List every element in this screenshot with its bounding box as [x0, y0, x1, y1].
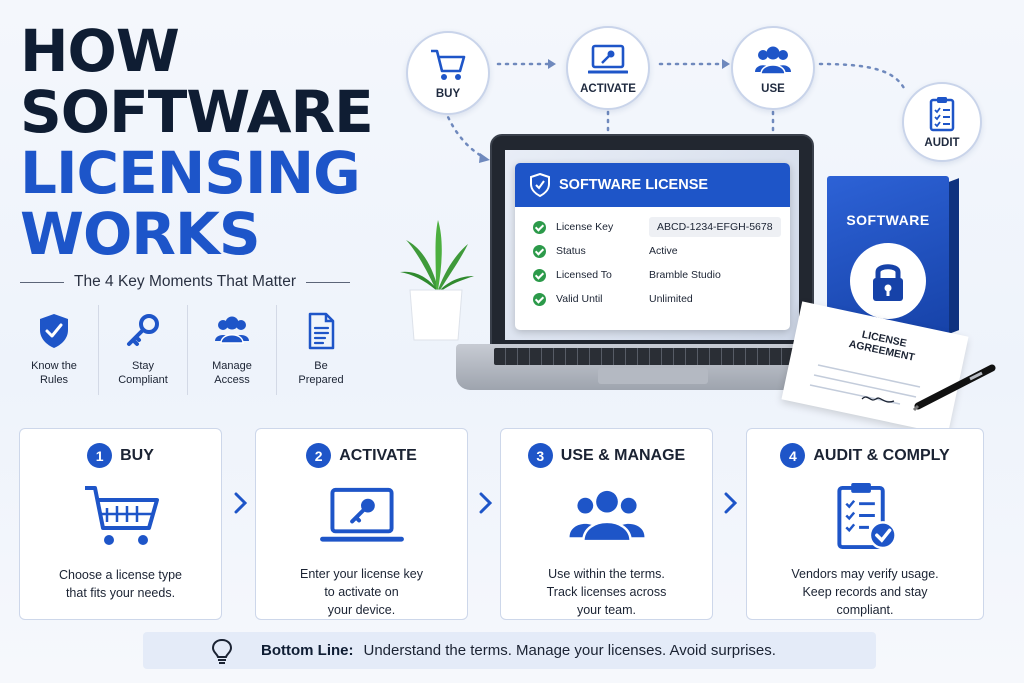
step-number: 1	[87, 443, 113, 468]
users-icon	[215, 316, 249, 344]
step-card-audit-comply: 4 AUDIT & COMPLY Vendors may verify usag…	[746, 428, 984, 620]
license-header: SOFTWARE LICENSE	[515, 163, 790, 207]
software-box-label: SOFTWARE	[846, 212, 930, 228]
shield-check-icon	[530, 173, 550, 197]
bottom-line-banner: Bottom Line: Understand the terms. Manag…	[143, 632, 876, 669]
flow-use: USE	[731, 26, 815, 110]
step-description: Choose a license type that fits your nee…	[59, 568, 182, 600]
laptop-key-icon	[319, 487, 404, 542]
key-icon	[127, 314, 159, 346]
software-box-side	[949, 178, 959, 334]
check-icon	[533, 244, 546, 258]
moment-stay-compliant: Stay Compliant	[99, 305, 188, 395]
moment-manage-access: Manage Access	[188, 305, 277, 395]
moment-be-prepared: Be Prepared	[277, 305, 365, 395]
users-icon	[755, 46, 791, 75]
subtitle: The 4 Key Moments That Matter	[20, 273, 351, 291]
chevron-right-icon	[234, 492, 248, 514]
cart-icon	[431, 49, 466, 80]
bottom-line-label: Bottom Line:	[261, 642, 354, 659]
key-moments: Know the Rules Stay Compliant Manage Acc…	[10, 305, 365, 395]
pen-icon	[912, 364, 996, 412]
cart-icon	[84, 486, 159, 545]
license-title: SOFTWARE LICENSE	[559, 177, 709, 193]
check-icon	[533, 268, 546, 282]
title-line-3: LICENSING	[20, 139, 361, 207]
check-icon	[533, 220, 546, 234]
lightbulb-icon	[211, 638, 233, 664]
software-license-card: SOFTWARE LICENSE License Key ABCD-1234-E…	[515, 163, 790, 330]
license-key-value: ABCD-1234-EFGH-5678	[649, 217, 781, 237]
users-icon	[569, 490, 644, 543]
step-title: USE & MANAGE	[560, 446, 686, 464]
clipboard-icon	[929, 96, 955, 131]
step-title: AUDIT & COMPLY	[813, 446, 950, 464]
step-card-buy: 1 BUY Choose a license type that fits yo…	[19, 428, 222, 620]
lock-icon	[850, 243, 926, 319]
laptop-key-icon	[588, 44, 628, 73]
chevron-right-icon	[724, 492, 738, 514]
step-number: 4	[780, 443, 806, 468]
step-description: Use within the terms. Track licenses acr…	[546, 567, 667, 617]
flow-buy: BUY	[406, 31, 490, 115]
chevron-right-icon	[479, 492, 493, 514]
laptop-keyboard	[494, 348, 810, 365]
bottom-line-text: Understand the terms. Manage your licens…	[363, 642, 776, 659]
title-line-2: SOFTWARE	[20, 78, 374, 146]
clipboard-check-icon	[837, 482, 897, 550]
license-row: Valid Until Unlimited	[515, 287, 790, 311]
license-row: Licensed To Bramble Studio	[515, 263, 790, 287]
agreement-lines	[809, 364, 921, 405]
title-line-1: HOW	[20, 17, 180, 85]
step-number: 3	[527, 443, 553, 468]
step-description: Vendors may verify usage. Keep records a…	[791, 567, 939, 617]
flow-audit: AUDIT	[902, 82, 982, 162]
step-description: Enter your license key to activate on yo…	[300, 567, 423, 617]
shield-check-icon	[40, 314, 68, 348]
step-number: 2	[306, 443, 332, 468]
subtitle-text: The 4 Key Moments That Matter	[74, 273, 296, 290]
flow-activate: ACTIVATE	[566, 26, 650, 110]
laptop-trackpad	[598, 368, 708, 384]
moment-know-rules: Know the Rules	[10, 305, 99, 395]
check-icon	[533, 292, 546, 306]
license-row: License Key ABCD-1234-EFGH-5678	[515, 215, 790, 239]
title-line-4: WORKS	[20, 200, 261, 268]
document-icon	[308, 312, 335, 350]
step-title: BUY	[120, 446, 154, 464]
step-card-activate: 2 ACTIVATE Enter your license key to act…	[255, 428, 468, 620]
plant-illustration	[400, 220, 474, 341]
step-title: ACTIVATE	[339, 446, 417, 464]
license-row: Status Active	[515, 239, 790, 263]
step-card-use-manage: 3 USE & MANAGE Use within the terms. Tra…	[500, 428, 713, 620]
